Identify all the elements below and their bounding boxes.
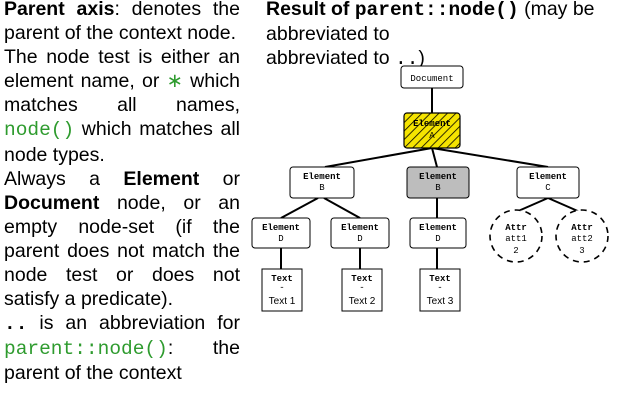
heading-text: (may be abbreviated to: [266, 0, 595, 46]
heading-abbrev: ..: [395, 48, 419, 71]
node-title: Attr: [505, 223, 527, 233]
node-title: Element: [303, 172, 341, 182]
element-node-b-2-selected: Element B: [406, 166, 470, 199]
term-parent-axis: Parent axis: [4, 0, 115, 20]
text: which matches all names,: [4, 70, 240, 117]
node-sub: D: [435, 234, 440, 244]
element-node-d-1: Element D: [251, 217, 311, 249]
text-value: Text 1: [269, 296, 296, 307]
node-title: Element: [419, 172, 457, 182]
tree-edges: [280, 88, 581, 269]
text-value: Text 3: [427, 296, 454, 307]
node-dash: -: [437, 283, 442, 293]
text-value: Text 2: [349, 296, 376, 307]
edge: [515, 197, 549, 213]
node-title: Element: [341, 223, 379, 233]
node-title: Element: [529, 172, 567, 182]
paragraph-parent-axis: Parent axis: denotes the parent of the c…: [4, 0, 240, 45]
text: : denotes the parent of the context node…: [4, 0, 240, 45]
node-sub: C: [545, 183, 551, 193]
node-title: Element: [419, 223, 457, 233]
heading-line2: abbreviated to ..): [266, 47, 425, 71]
edge: [324, 147, 433, 168]
text: The node test is either an element name,…: [4, 46, 240, 93]
document-node: Document: [400, 65, 464, 89]
text: node, or an empty node-set (if the paren…: [4, 191, 240, 311]
document-label: Document: [410, 74, 453, 84]
element-node-b-1: Element B: [289, 166, 355, 199]
node-title: Text: [429, 274, 451, 284]
term-element: Element: [123, 167, 200, 190]
edge: [431, 147, 438, 168]
edge: [431, 147, 549, 168]
text: : the parent of the context: [4, 337, 240, 385]
node-order: 3: [579, 246, 584, 256]
node-sub: B: [435, 183, 441, 193]
node-sub: att1: [505, 234, 527, 244]
node-order: 2: [513, 246, 518, 256]
node-sub: B: [319, 183, 325, 193]
node-title: Text: [271, 274, 293, 284]
heading-text: ): [418, 47, 425, 70]
node-dash: -: [279, 283, 284, 293]
text-node-1: Text - Text 1: [261, 268, 303, 312]
text: which matches all node types.: [4, 118, 240, 166]
paragraph-result-type: Always a Element or Document node, or an…: [4, 167, 240, 312]
paragraph-abbreviation: .. is an abbreviation for parent::node()…: [4, 311, 240, 385]
code-node: node(): [4, 119, 75, 142]
code-dotdot: ..: [4, 313, 28, 336]
diagram-heading: Result of parent::node() (may be abbrevi…: [266, 0, 638, 71]
text: or: [199, 167, 240, 190]
element-node-d-2: Element D: [330, 217, 390, 249]
node-sub: D: [278, 234, 283, 244]
text: Always a: [4, 167, 124, 190]
heading-code: parent::node(): [354, 0, 519, 21]
text: is an abbreviation for: [27, 312, 240, 335]
text-node-2: Text - Text 2: [341, 268, 383, 312]
node-dash: -: [359, 283, 364, 293]
heading-text: abbreviated to: [266, 47, 396, 70]
element-node-c: Element C: [516, 166, 580, 199]
edge: [547, 197, 581, 213]
attr-node-att1: Attr att1 2: [489, 209, 543, 263]
star-symbol: ∗: [166, 70, 183, 93]
term-document: Document: [4, 191, 100, 214]
attr-node-att2: Attr att2 3: [555, 209, 609, 263]
node-title: Text: [351, 274, 373, 284]
heading-text: Result of: [266, 0, 355, 20]
text-node-3: Text - Text 3: [419, 268, 461, 312]
node-title: Element: [413, 119, 451, 129]
node-sub: A: [429, 131, 435, 141]
edge: [323, 197, 361, 219]
code-parent-node: parent::node(): [4, 338, 168, 361]
node-sub: D: [357, 234, 362, 244]
node-title: Element: [262, 223, 300, 233]
node-sub: att2: [571, 234, 593, 244]
edge: [280, 197, 319, 219]
element-node-d-3: Element D: [409, 217, 467, 249]
node-title: Attr: [571, 223, 593, 233]
element-node-a-highlighted: Element A: [403, 112, 461, 149]
paragraph-node-test: The node test is either an element name,…: [4, 45, 240, 166]
left-text-column: Parent axis: denotes the parent of the c…: [4, 0, 240, 386]
